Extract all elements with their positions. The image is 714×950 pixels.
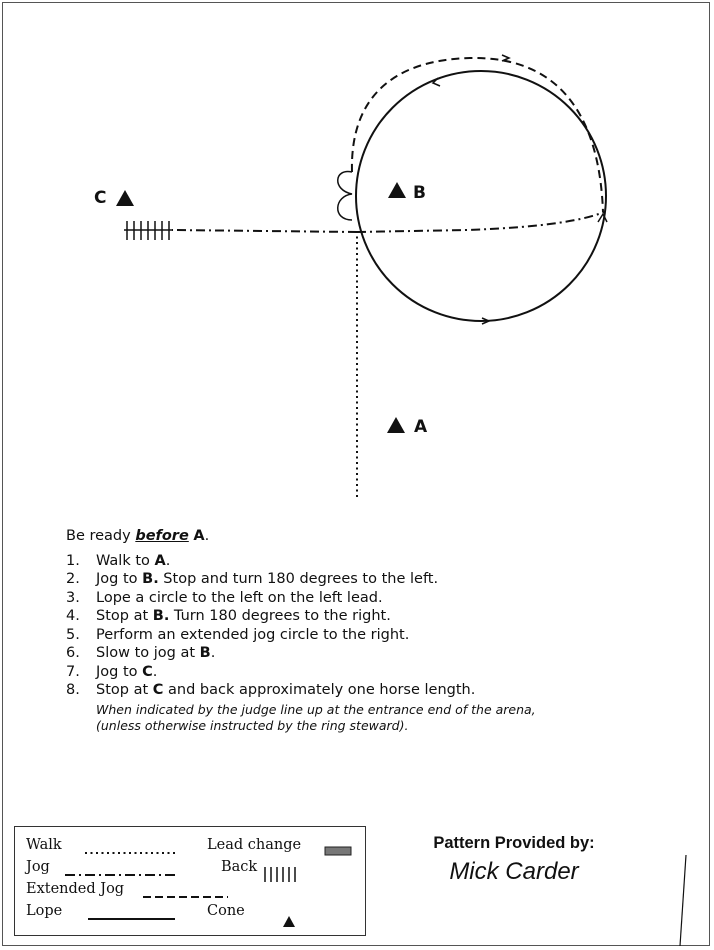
step-text-tail: Stop and turn 180 degrees to the left. (158, 571, 439, 587)
step-bold: A (154, 552, 166, 569)
step-text: Jog to (96, 663, 143, 680)
direction-arrows (431, 54, 608, 325)
step-text: Stop at (96, 682, 153, 698)
lineup-note-line-1: When indicated by the judge line up at t… (96, 701, 536, 717)
cone-a-label: A (414, 417, 428, 437)
signature-mark (679, 854, 687, 947)
step-bold: B (199, 645, 211, 661)
step-bold: B. (142, 571, 159, 587)
legend-back-label: Back (221, 859, 258, 875)
step-number: 3. (66, 589, 80, 606)
credit-name: Mick Carder (449, 858, 579, 885)
step-number: 6. (66, 645, 80, 661)
step-number: 5. (66, 626, 80, 643)
credit-title: Pattern Provided by: (433, 834, 595, 852)
legend-lead-change-sample (324, 846, 352, 856)
steps-list: 1. Walk to A. 2. Jog to B. Stop and turn 1… (66, 552, 706, 700)
step-item: 2. Jog to B. Stop and turn 180 degrees to… (66, 570, 706, 589)
cone-b-label: B (413, 183, 426, 203)
turn-loops (337, 170, 353, 221)
legend-back-sample (264, 867, 296, 882)
step-number: 2. (66, 571, 80, 587)
intro-prefix: Be ready (66, 528, 136, 544)
extended-jog-circle (350, 56, 604, 213)
step-text-tail: Turn 180 degrees to the right. (169, 608, 391, 624)
legend-lope-label: Lope (26, 903, 63, 919)
intro-line: Be ready before A. (66, 527, 706, 546)
intro-emphasis: before (135, 528, 189, 544)
legend-walk-label: Walk (26, 837, 62, 853)
step-text: Jog to (96, 571, 143, 587)
step-number: 8. (66, 682, 80, 698)
step-item: 4. Stop at B. Turn 180 degrees to the rig… (66, 607, 706, 626)
step-text: Walk to (96, 552, 155, 569)
step-item: 1. Walk to A. (66, 552, 706, 571)
lope-circle (355, 70, 607, 322)
step-item: 3. Lope a circle to the left on the left … (66, 589, 706, 608)
intro-target: A (193, 528, 205, 544)
step-text: Perform an extended jog circle to the ri… (96, 626, 410, 643)
legend-jog-label: Jog (26, 859, 50, 875)
step-bold: C (142, 663, 153, 680)
lineup-note: When indicated by the judge line up at t… (96, 702, 706, 734)
intro-suffix: . (204, 528, 210, 544)
step-number: 7. (66, 663, 80, 680)
legend-box: Walk Jog Extended Jog Lope Lead change B… (14, 826, 366, 936)
step-item: 8. Stop at C and back approximately one h… (66, 681, 706, 700)
step-item: 7. Jog to C. (66, 663, 706, 682)
pattern-instructions: Be ready before A. 1. Walk to A. 2. Jog to… (66, 527, 706, 734)
cone-c-label: C (94, 188, 107, 208)
step-number: 4. (66, 608, 80, 624)
jog-path (171, 229, 358, 233)
step-item: 5. Perform an extended jog circle to the … (66, 626, 706, 645)
step-bold: B. (152, 608, 170, 624)
step-text: Stop at (96, 608, 153, 624)
step-text: Slow to jog at (96, 645, 200, 661)
step-text-tail: and back approximately one horse length. (163, 682, 476, 698)
step-text-tail: . (165, 552, 171, 569)
legend-lead-change-label: Lead change (207, 837, 302, 853)
step-bold: C (152, 682, 164, 698)
lineup-note-line-2: (unless otherwise instructed by the ring… (96, 717, 409, 733)
cone-c-icon (116, 190, 134, 206)
step-text-tail: . (152, 663, 158, 680)
step-number: 1. (66, 552, 80, 569)
legend-cone-icon (283, 916, 295, 927)
legend-extended-jog-label: Extended Jog (26, 881, 125, 897)
cone-b-icon (388, 182, 406, 198)
legend-cone-label: Cone (207, 903, 245, 919)
step-text-tail: . (210, 645, 216, 661)
back-marks (124, 221, 172, 240)
cone-a-icon (387, 417, 405, 433)
step-item: 6. Slow to jog at B. (66, 644, 706, 663)
jog-path-to-b (356, 211, 605, 233)
step-text: Lope a circle to the left on the left le… (96, 589, 383, 606)
